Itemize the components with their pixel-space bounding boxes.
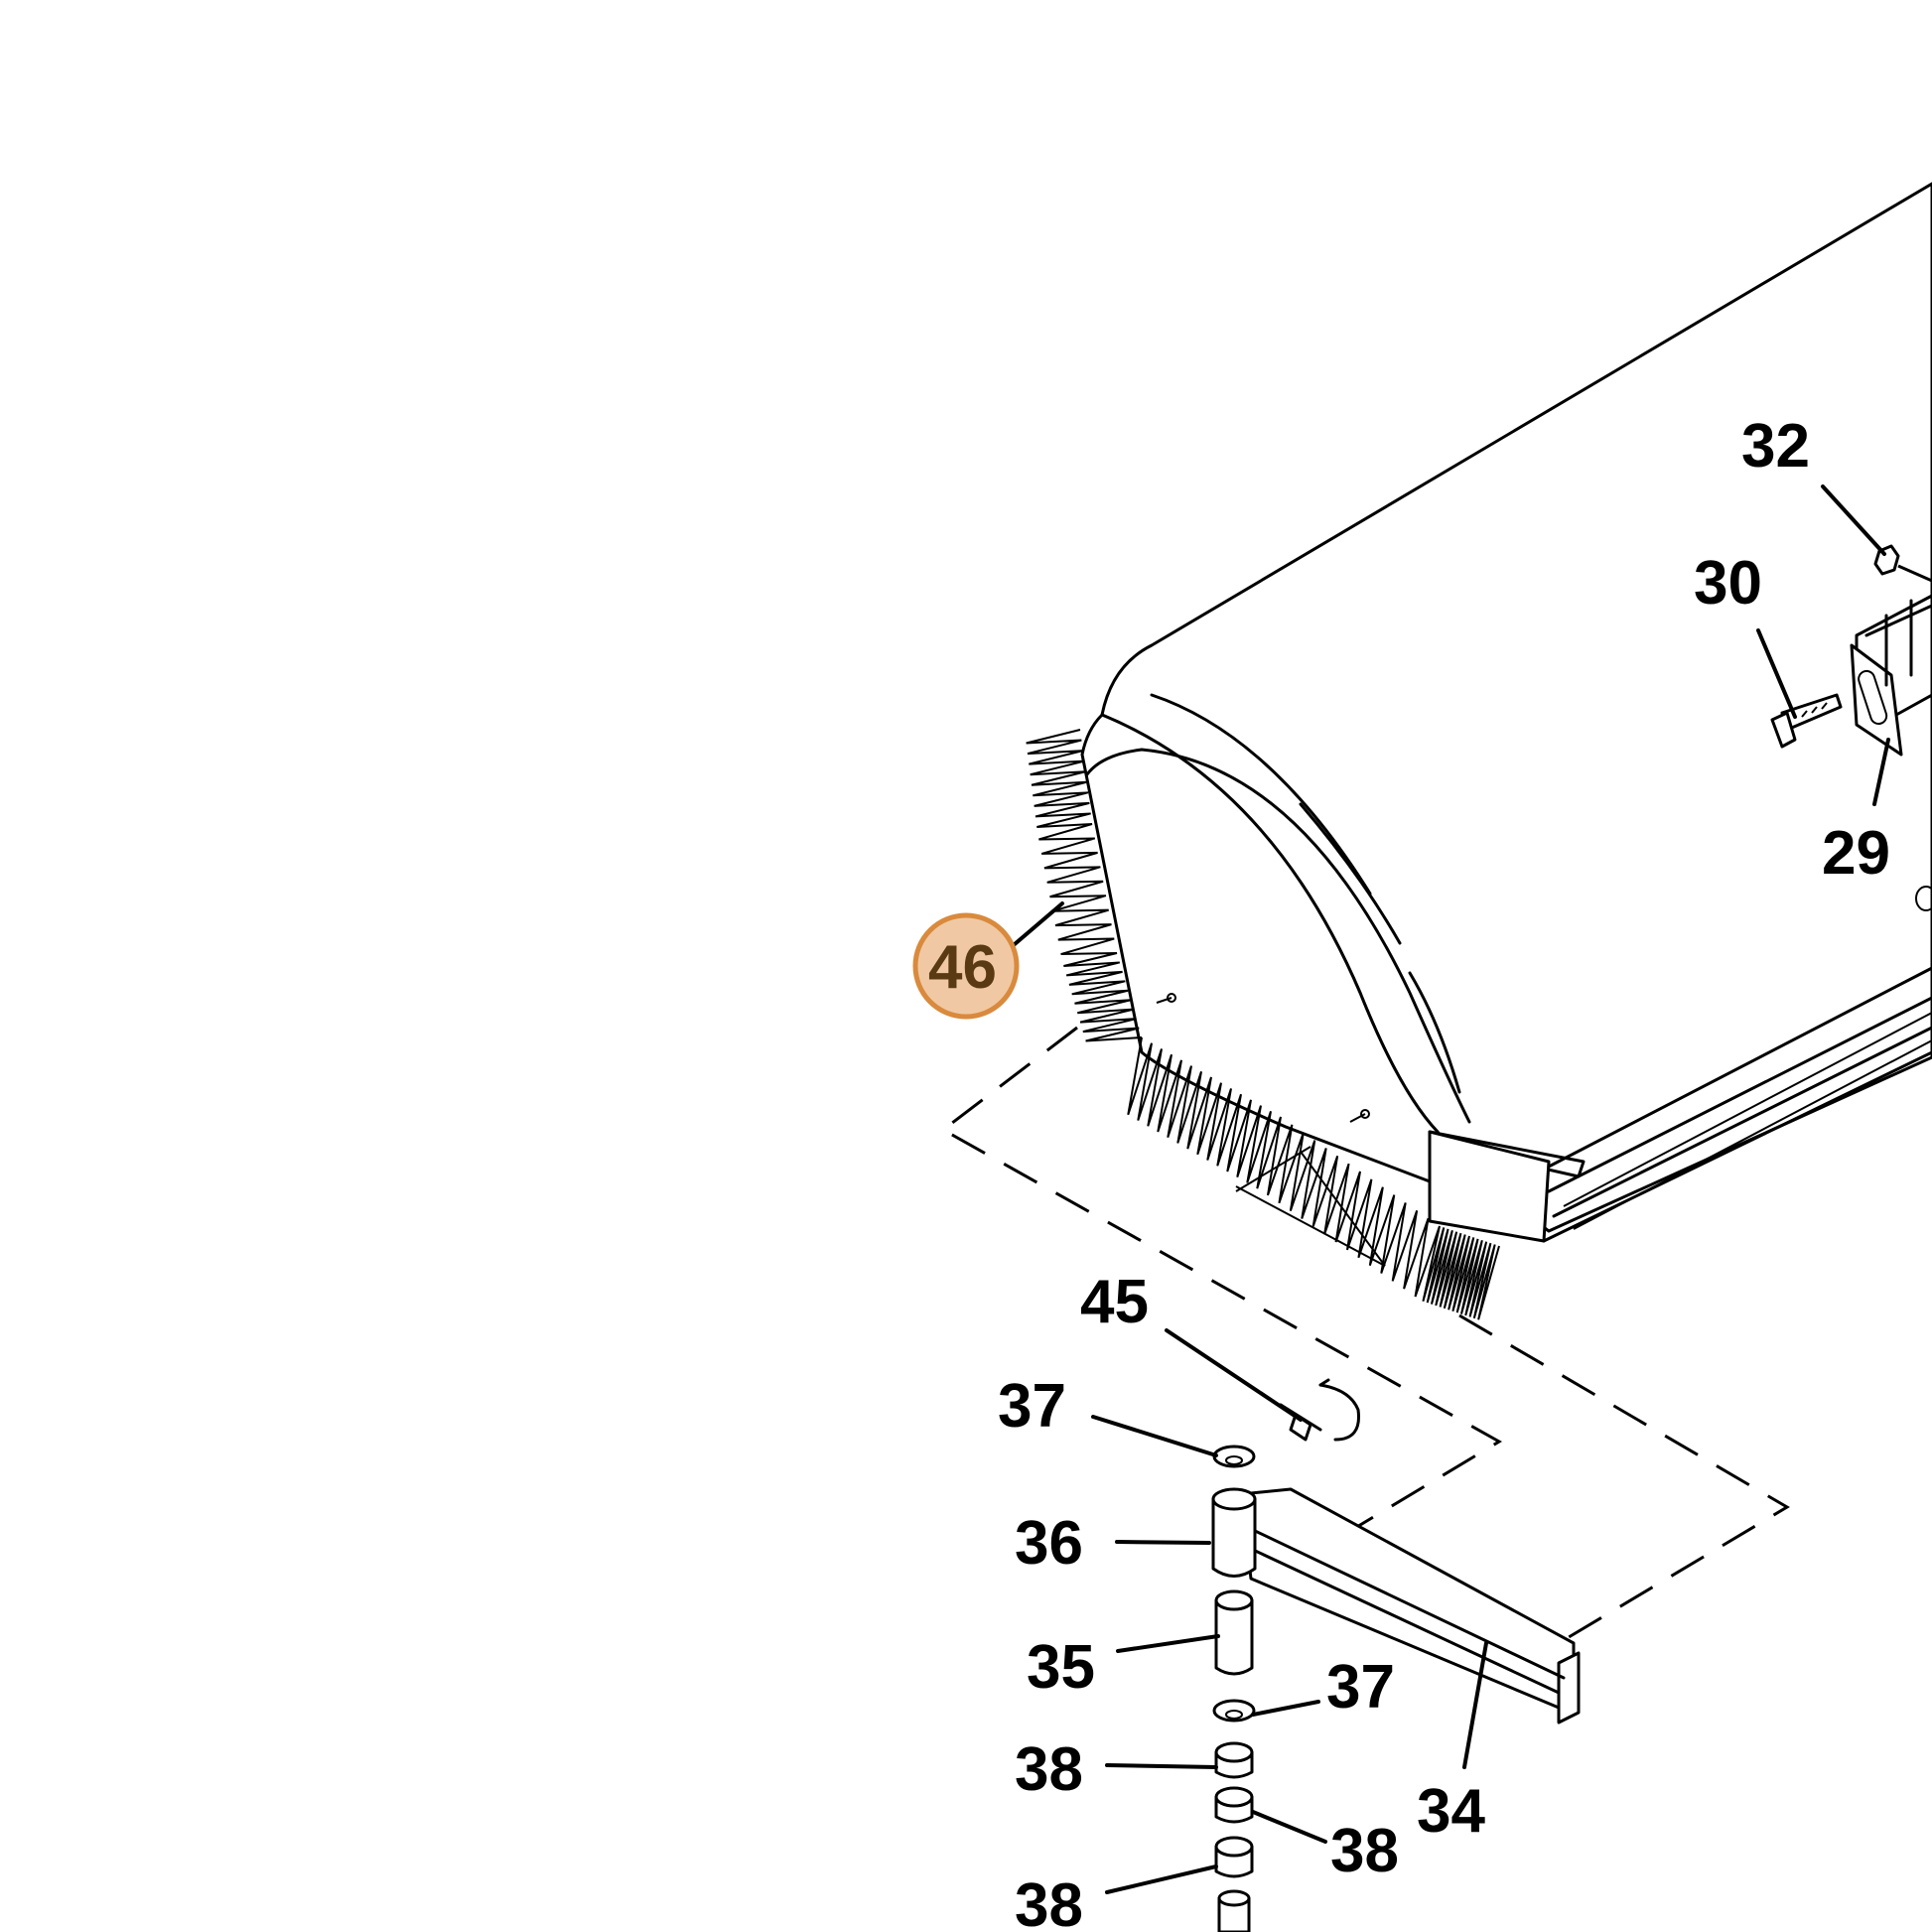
pivot-arm	[1239, 1487, 1581, 1725]
mount-bracket	[1850, 594, 1932, 757]
part-labels: 32 30 29 46 45 37 36 35 37 38 38 38 34	[928, 412, 1890, 1932]
part-label-45[interactable]: 45	[1080, 1268, 1149, 1336]
part-label-38-b[interactable]: 38	[1330, 1817, 1399, 1885]
part-label-38-c[interactable]: 38	[1015, 1871, 1083, 1932]
brush-bristles	[1026, 729, 1500, 1320]
part-label-36[interactable]: 36	[1015, 1509, 1083, 1578]
bristles-left-fringe	[1026, 729, 1143, 1042]
leader-lines	[1006, 484, 1890, 1894]
part-label-32[interactable]: 32	[1741, 412, 1810, 481]
bristles-bottom-fringe	[1127, 1036, 1500, 1320]
part-label-35[interactable]: 35	[1027, 1633, 1095, 1702]
part-label-29[interactable]: 29	[1822, 819, 1890, 888]
assembly-outline	[940, 1026, 1790, 1645]
clip-pin-45	[1279, 1378, 1361, 1442]
brush-housing	[1080, 182, 1932, 1243]
bolt-30	[1770, 693, 1843, 749]
part-label-38-a[interactable]: 38	[1015, 1735, 1083, 1804]
part-label-46[interactable]: 46	[928, 933, 997, 1002]
bristle-core-line	[1235, 1146, 1311, 1192]
highlight-circle-46	[912, 912, 1020, 1020]
part-label-37-top[interactable]: 37	[998, 1372, 1066, 1441]
bristle-core-line	[1235, 1185, 1386, 1267]
part-label-34[interactable]: 34	[1417, 1777, 1485, 1846]
part-label-37-bottom[interactable]: 37	[1326, 1653, 1395, 1722]
pivot-stack	[1211, 1445, 1257, 1932]
part-label-30[interactable]: 30	[1694, 549, 1762, 618]
bristle-core-line	[1300, 1151, 1386, 1267]
